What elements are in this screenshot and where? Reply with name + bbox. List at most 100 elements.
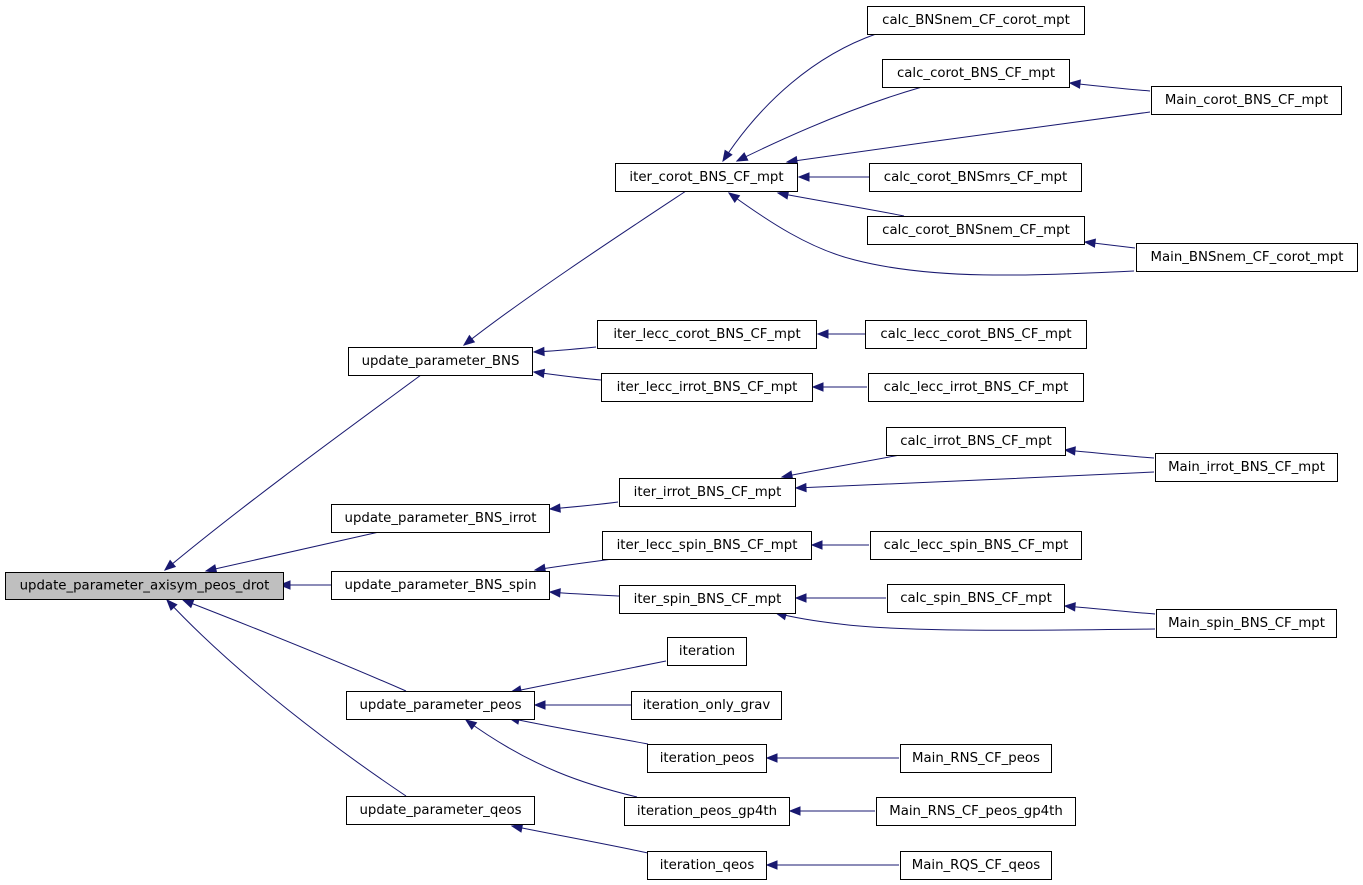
node-box	[619, 585, 796, 614]
node-calc-lecc-irrot[interactable]: calc_lecc_irrot_BNS_CF_mpt	[868, 373, 1084, 402]
node-label: calc_corot_BNS_CF_mpt	[897, 66, 1055, 81]
edge-iter_lecc_spin-to-bns_spin	[534, 558, 614, 571]
node-iter-lecc-corot[interactable]: iter_lecc_corot_BNS_CF_mpt	[597, 320, 817, 349]
node-box	[870, 531, 1082, 560]
node-main-bnsnem[interactable]: Main_BNSnem_CF_corot_mpt	[1136, 243, 1358, 272]
node-calc-spin[interactable]: calc_spin_BNS_CF_mpt	[887, 584, 1065, 613]
node-iter-lecc-irrot[interactable]: iter_lecc_irrot_BNS_CF_mpt	[601, 373, 813, 402]
arrow-head-icon	[797, 172, 810, 182]
node-box	[331, 504, 550, 533]
arrow-head-icon	[1083, 238, 1096, 248]
edge-calc_corot-to-iter_corot	[736, 86, 923, 162]
node-label: update_parameter_BNS_irrot	[345, 511, 537, 526]
node-label: iter_lecc_corot_BNS_CF_mpt	[613, 327, 800, 342]
node-main-spin[interactable]: Main_spin_BNS_CF_mpt	[1156, 609, 1337, 638]
node-iter-corot[interactable]: iter_corot_BNS_CF_mpt	[615, 163, 798, 192]
node-box	[1136, 243, 1358, 272]
node-iteration-qeos[interactable]: iteration_qeos	[647, 851, 767, 880]
arrow-head-icon	[776, 190, 790, 200]
node-calc-corot-bnsmrs[interactable]: calc_corot_BNSmrs_CF_mpt	[869, 163, 1082, 192]
node-label: Main_BNSnem_CF_corot_mpt	[1151, 250, 1344, 265]
node-bns-spin[interactable]: update_parameter_BNS_spin	[331, 571, 550, 600]
arrow-head-icon	[548, 503, 561, 513]
edge-main_corot-to-iter_corot	[786, 111, 1151, 163]
node-box	[647, 851, 767, 880]
arrow-head-icon	[788, 806, 801, 816]
arrow-head-icon	[722, 149, 733, 163]
node-box	[887, 584, 1065, 613]
edge-bns-to-root	[164, 374, 422, 571]
arrow-head-icon	[278, 580, 291, 590]
edge-calc_bnsnem_corot-to-iter_corot	[722, 33, 877, 162]
edge-calc_irrot-to-iter_irrot	[781, 454, 901, 478]
arrow-head-icon	[765, 753, 778, 763]
node-calc-lecc-spin[interactable]: calc_lecc_spin_BNS_CF_mpt	[870, 531, 1082, 560]
edge-main_spin-to-calc_spin	[1064, 605, 1156, 615]
call-edges	[163, 33, 1156, 870]
edge-peos-to-root	[182, 599, 407, 692]
node-iter-spin[interactable]: iter_spin_BNS_CF_mpt	[619, 585, 796, 614]
node-main-corot[interactable]: Main_corot_BNS_CF_mpt	[1151, 86, 1342, 115]
arrow-head-icon	[1063, 446, 1076, 456]
node-box	[1151, 86, 1342, 115]
arrow-head-icon	[548, 588, 561, 598]
node-box	[900, 851, 1052, 880]
node-box	[615, 163, 798, 192]
node-box	[868, 373, 1084, 402]
node-box	[876, 797, 1076, 826]
node-iter-irrot[interactable]: iter_irrot_BNS_CF_mpt	[619, 478, 796, 507]
node-box	[900, 744, 1052, 773]
node-qeos[interactable]: update_parameter_qeos	[346, 796, 535, 825]
node-bns[interactable]: update_parameter_BNS	[348, 347, 533, 376]
node-iter-lecc-spin[interactable]: iter_lecc_spin_BNS_CF_mpt	[602, 531, 812, 560]
node-calc-corot[interactable]: calc_corot_BNS_CF_mpt	[882, 59, 1070, 88]
node-iteration-only-grav[interactable]: iteration_only_grav	[631, 691, 782, 720]
node-iteration-peos[interactable]: iteration_peos	[647, 744, 767, 773]
node-label: calc_lecc_corot_BNS_CF_mpt	[880, 327, 1071, 342]
node-label: iter_spin_BNS_CF_mpt	[634, 592, 782, 607]
arrow-head-icon	[204, 564, 218, 574]
edge-main_corot-to-calc_corot	[1069, 82, 1151, 92]
node-label: update_parameter_BNS	[362, 354, 520, 369]
node-label: iter_lecc_spin_BNS_CF_mpt	[617, 538, 798, 553]
edge-iter_corot-to-bns	[463, 190, 687, 346]
edge-qeos-to-root	[166, 599, 407, 797]
node-main-rns-peos-gp4th[interactable]: Main_RNS_CF_peos_gp4th	[876, 797, 1076, 826]
node-label: update_parameter_qeos	[359, 803, 521, 818]
node-iteration-peos-gp4th[interactable]: iteration_peos_gp4th	[624, 797, 790, 826]
arrow-head-icon	[181, 599, 195, 609]
node-calc-corot-bnsnem[interactable]: calc_corot_BNSnem_CF_mpt	[867, 216, 1085, 245]
node-box	[1155, 453, 1338, 482]
node-label: Main_RNS_CF_peos_gp4th	[889, 804, 1063, 819]
node-label: iteration_only_grav	[643, 698, 771, 713]
node-calc-irrot[interactable]: calc_irrot_BNS_CF_mpt	[886, 427, 1066, 456]
node-calc-lecc-corot[interactable]: calc_lecc_corot_BNS_CF_mpt	[865, 320, 1087, 349]
node-box	[597, 320, 817, 349]
node-label: calc_BNSnem_CF_corot_mpt	[882, 13, 1070, 28]
node-root[interactable]: update_parameter_axisym_peos_drot	[5, 572, 284, 600]
node-box	[624, 797, 790, 826]
edge-iteration_qeos-to-qeos	[511, 825, 649, 854]
node-main-rqs-qeos[interactable]: Main_RQS_CF_qeos	[900, 851, 1052, 880]
node-label: update_parameter_BNS_spin	[345, 578, 537, 593]
node-box	[667, 637, 747, 666]
node-box	[882, 59, 1070, 88]
node-bns-irrot[interactable]: update_parameter_BNS_irrot	[331, 504, 550, 533]
node-label: update_parameter_peos	[359, 698, 521, 713]
arrow-head-icon	[163, 559, 177, 571]
node-box	[865, 320, 1087, 349]
edge-calc_corot_bnsnem-to-iter_corot	[777, 192, 905, 217]
node-peos[interactable]: update_parameter_peos	[346, 691, 535, 720]
node-main-irrot[interactable]: Main_irrot_BNS_CF_mpt	[1155, 453, 1338, 482]
arrow-head-icon	[794, 482, 807, 493]
node-calc-bnsnem-corot[interactable]: calc_BNSnem_CF_corot_mpt	[867, 6, 1085, 35]
node-iteration[interactable]: iteration	[667, 637, 747, 666]
arrow-head-icon	[780, 470, 794, 480]
edge-main_irrot-to-iter_irrot	[795, 471, 1155, 489]
edge-iteration-to-peos	[510, 660, 667, 693]
node-label: calc_corot_BNSnem_CF_mpt	[882, 223, 1070, 238]
node-main-rns-peos[interactable]: Main_RNS_CF_peos	[900, 744, 1052, 773]
node-label: iteration_peos	[660, 751, 755, 766]
arrow-head-icon	[816, 329, 829, 339]
node-label: iteration	[679, 644, 735, 659]
